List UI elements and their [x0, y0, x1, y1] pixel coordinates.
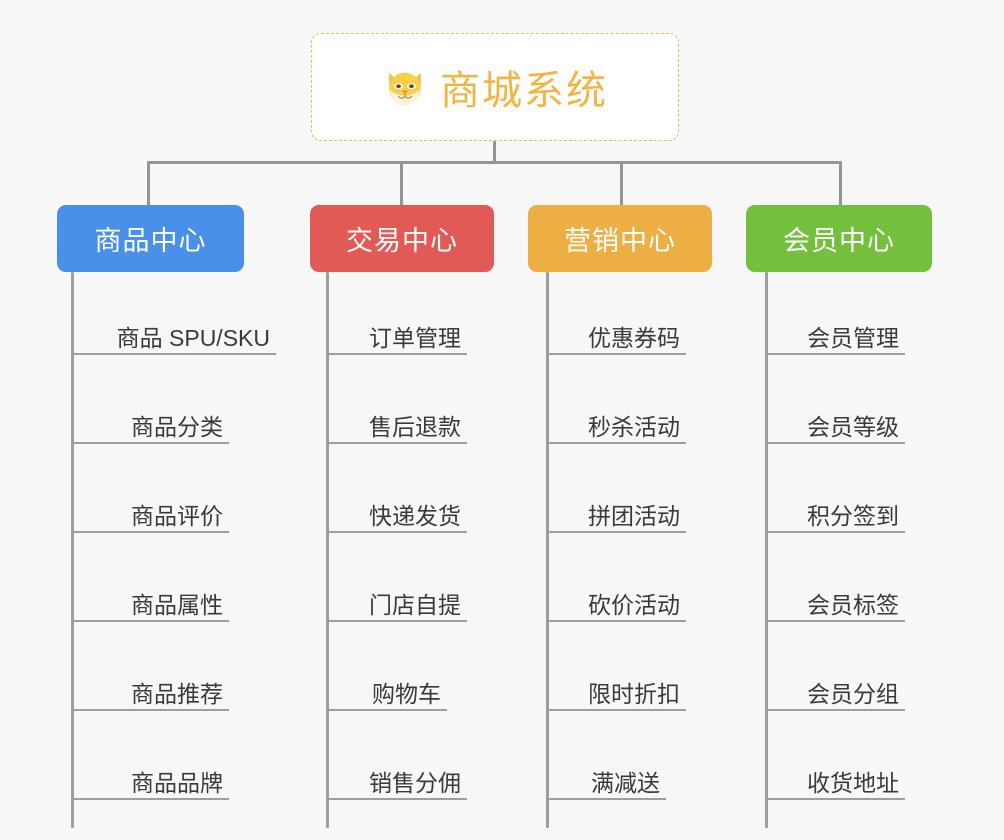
category-header-product-center[interactable]: 商品中心	[57, 205, 244, 272]
shiba-dog-face-icon	[382, 64, 428, 110]
root-title: 商城系统	[440, 69, 608, 113]
spine-trade-center	[326, 272, 329, 828]
spine-marketing-center	[546, 272, 549, 828]
leaf-item[interactable]: 商品 SPU/SKU	[71, 303, 276, 355]
category-header-marketing-center[interactable]: 营销中心	[528, 205, 712, 272]
leaf-item[interactable]: 会员管理	[765, 303, 905, 355]
leaf-item[interactable]: 收货地址	[765, 748, 905, 800]
leaf-item[interactable]: 售后退款	[326, 392, 467, 444]
category-header-label: 营销中心	[564, 226, 676, 256]
leaf-item[interactable]: 门店自提	[326, 570, 467, 622]
leaf-item[interactable]: 会员分组	[765, 659, 905, 711]
leaf-item[interactable]: 秒杀活动	[546, 392, 686, 444]
connector-drop-member-center	[839, 161, 842, 207]
category-header-label: 交易中心	[346, 226, 458, 256]
connector-drop-marketing-center	[620, 161, 623, 207]
leaf-item[interactable]: 砍价活动	[546, 570, 686, 622]
leaf-item[interactable]: 销售分佣	[326, 748, 467, 800]
leaf-item[interactable]: 优惠券码	[546, 303, 686, 355]
leaf-item[interactable]: 限时折扣	[546, 659, 686, 711]
leaf-item[interactable]: 拼团活动	[546, 481, 686, 533]
leaf-item[interactable]: 积分签到	[765, 481, 905, 533]
leaf-item[interactable]: 商品评价	[71, 481, 229, 533]
spine-product-center	[71, 272, 74, 828]
leaf-item[interactable]: 商品分类	[71, 392, 229, 444]
category-header-trade-center[interactable]: 交易中心	[310, 205, 494, 272]
spine-member-center	[765, 272, 768, 828]
leaf-item[interactable]: 商品品牌	[71, 748, 229, 800]
connector-drop-product-center	[147, 161, 150, 207]
leaf-item[interactable]: 满减送	[546, 748, 666, 800]
leaf-item[interactable]: 会员标签	[765, 570, 905, 622]
leaf-item[interactable]: 快递发货	[326, 481, 467, 533]
leaf-item[interactable]: 商品属性	[71, 570, 229, 622]
leaf-item[interactable]: 商品推荐	[71, 659, 229, 711]
category-header-label: 商品中心	[94, 226, 207, 256]
leaf-item[interactable]: 会员等级	[765, 392, 905, 444]
category-header-label: 会员中心	[783, 226, 895, 256]
leaf-item[interactable]: 购物车	[326, 659, 447, 711]
connector-root-stem	[493, 141, 496, 163]
leaf-item[interactable]: 订单管理	[326, 303, 467, 355]
connector-horizontal-bus	[148, 161, 842, 164]
connector-drop-trade-center	[400, 161, 403, 207]
root-node[interactable]: 商城系统	[311, 33, 679, 141]
category-header-member-center[interactable]: 会员中心	[746, 205, 932, 272]
